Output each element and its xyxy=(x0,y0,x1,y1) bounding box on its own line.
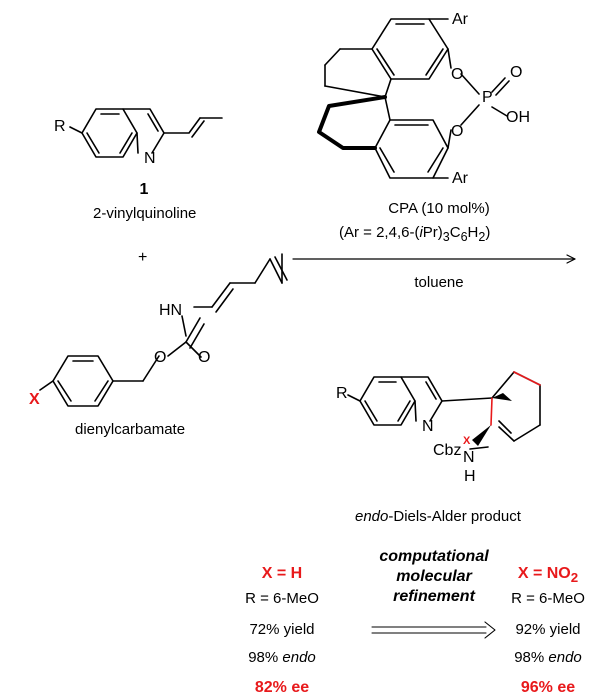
cpa-oh-label: OH xyxy=(506,109,530,126)
quinoline-structure xyxy=(69,108,223,158)
quinoline-r-label: R xyxy=(54,118,66,135)
carbamate-x-label: X xyxy=(29,391,40,408)
product-amine-n-label: N xyxy=(463,449,475,466)
cpa-bold-bridge xyxy=(317,95,387,150)
solvent: toluene xyxy=(414,274,464,291)
product-x-label: X xyxy=(463,435,471,447)
left-endo: 98% endo xyxy=(248,649,316,666)
wedge-bonds xyxy=(472,393,512,446)
ar-definition: (Ar = 2,4,6-(iPr)3C6H2) xyxy=(339,224,491,244)
right-r-line: R = 6-MeO xyxy=(511,590,585,607)
product-cbz-label: Cbz xyxy=(433,442,462,459)
middle-line3: refinement xyxy=(393,588,475,605)
middle-line2: molecular xyxy=(396,568,472,585)
cpa-ar-bottom-label: Ar xyxy=(452,170,468,187)
right-header: X = NO2 xyxy=(517,565,579,586)
reaction-arrow xyxy=(292,254,576,264)
product-n-label: N xyxy=(422,418,434,435)
plus-sign: + xyxy=(138,249,148,266)
cpa-ar-top-label: Ar xyxy=(452,11,468,28)
product-r-label: R xyxy=(336,385,348,402)
carbamate-hn-label: HN xyxy=(159,302,183,319)
compound-number: 1 xyxy=(139,181,149,198)
quinoline-name: 2-vinylquinoline xyxy=(93,205,197,222)
cpa-structure xyxy=(324,18,510,179)
right-ee: 96% ee xyxy=(520,679,576,696)
cpa-o2-label: O xyxy=(451,123,464,140)
cpa-o1-label: O xyxy=(451,66,464,83)
product-name: endo-Diels-Alder product xyxy=(355,508,521,525)
carbamate-name: dienylcarbamate xyxy=(75,421,186,438)
product-h-label: H xyxy=(464,468,476,485)
right-yield: 92% yield xyxy=(515,621,581,638)
cpa-o-double-label: O xyxy=(510,64,523,81)
left-header: X = H xyxy=(261,565,303,582)
left-r-line: R = 6-MeO xyxy=(245,590,319,607)
cpa-p-label: P xyxy=(482,89,493,106)
right-endo: 98% endo xyxy=(514,649,582,666)
catalyst-loading: CPA (10 mol%) xyxy=(388,200,490,217)
quinoline-n-label: N xyxy=(144,150,156,167)
carbamate-ether-o-label: O xyxy=(154,349,167,366)
left-ee: 82% ee xyxy=(254,679,310,696)
middle-line1: computational xyxy=(379,548,489,565)
product-structure xyxy=(347,371,541,450)
left-yield: 72% yield xyxy=(249,621,315,638)
carbamate-carbonyl-o-label: O xyxy=(198,349,211,366)
carbamate-structure xyxy=(39,253,288,407)
product-red-bonds xyxy=(490,371,541,426)
comparison-arrow xyxy=(371,621,496,639)
